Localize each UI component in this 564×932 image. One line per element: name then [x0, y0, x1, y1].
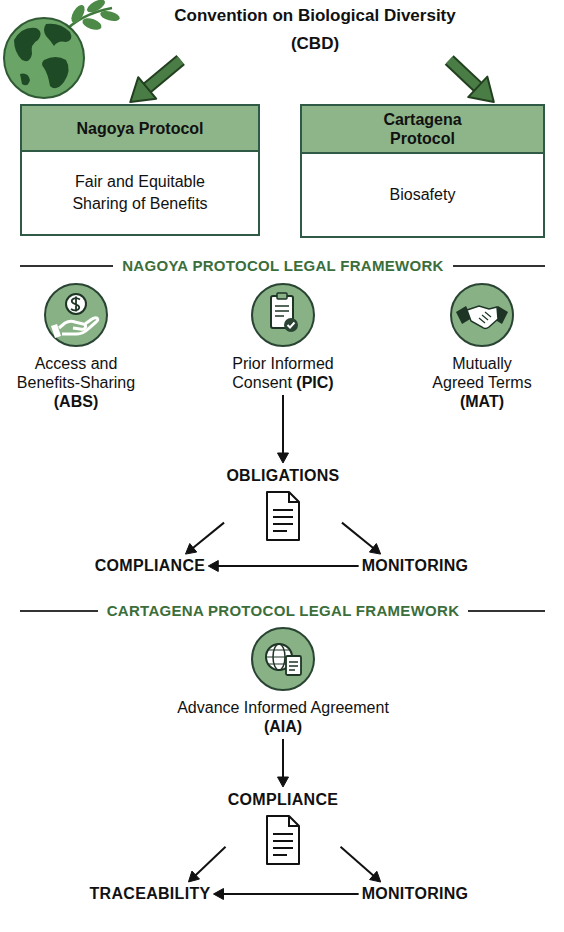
handshake [467, 306, 498, 329]
protocol-box: Cartagena ProtocolBiosafety [300, 104, 545, 238]
page [267, 492, 299, 540]
outcome-node: MONITORING [362, 884, 469, 904]
hand [62, 318, 98, 334]
continent [42, 57, 69, 88]
continent [14, 28, 41, 61]
stage-text: MONITORING [362, 556, 469, 576]
flow-arrow [185, 523, 224, 554]
arrow-head [130, 77, 156, 102]
arrow-shaft [194, 847, 225, 877]
stage-text: COMPLIANCE [95, 556, 206, 576]
outcome-node: COMPLIANCE [95, 556, 206, 576]
section-heading: NAGOYA PROTOCOL LEGAL FRAMEWORK [113, 256, 453, 276]
check-badge [284, 318, 298, 332]
icon-caption: Mutually Agreed Terms (MAT) [426, 354, 538, 411]
continent [20, 74, 30, 86]
icon-pic [250, 282, 316, 348]
document-node: OBLIGATIONS [226, 466, 339, 542]
block-arrow [130, 60, 180, 102]
stage-text: MONITORING [362, 884, 469, 904]
arrow-outline [449, 60, 481, 90]
arrow-shaft [192, 523, 224, 549]
icon-node: Mutually Agreed Terms (MAT) [426, 282, 538, 411]
arrow-shaft [341, 847, 375, 877]
icon-node: Advance Informed Agreement (AIA) [168, 626, 398, 736]
outcome-node: MONITORING [362, 556, 469, 576]
clip [277, 293, 287, 299]
stage-text: TRACEABILITY [90, 884, 211, 904]
coin [66, 294, 86, 314]
globe-icon [4, 0, 121, 98]
dollar-sign [71, 297, 80, 312]
page-lines [273, 510, 293, 531]
block-arrow [449, 60, 494, 102]
arrow-shaft [449, 60, 481, 90]
arrow-head [370, 871, 381, 882]
arrow-head [213, 889, 223, 900]
icon-caption: Advance Informed Agreement (AIA) [168, 698, 398, 736]
arrow-head [208, 561, 218, 572]
continent [44, 24, 71, 46]
icon-circle [451, 284, 513, 346]
flow-arrow [342, 523, 381, 554]
protocol-heading: Cartagena Protocol [302, 106, 543, 154]
page-lines [273, 834, 293, 855]
icon-node: Access and Benefits-Sharing (ABS) [6, 282, 146, 411]
leaf [99, 9, 121, 23]
arrow-head [277, 453, 288, 463]
stage-text: COMPLIANCE [228, 790, 339, 810]
text-lines [275, 306, 289, 316]
arrow-outline [144, 60, 181, 91]
title-node: Convention on Biological Diversity (CBD) [150, 2, 480, 58]
arrow-shaft [282, 395, 284, 455]
icon-aia [250, 626, 316, 692]
arrow-shaft [342, 523, 375, 549]
section-heading: CARTAGENA PROTOCOL LEGAL FRAMEWORK [98, 601, 469, 621]
icon-caption: Prior Informed Consent (PIC) [216, 354, 351, 392]
arrow-shaft [221, 893, 358, 895]
protocol-heading: Nagoya Protocol [22, 106, 258, 152]
flow-arrow [277, 395, 288, 463]
arrow-shaft [282, 739, 284, 779]
title-text: Convention on Biological Diversity (CBD) [150, 2, 480, 58]
outcome-node: TRACEABILITY [90, 884, 211, 904]
arrow-head [468, 77, 494, 102]
arrow-shaft [144, 60, 181, 91]
flow-arrow [208, 561, 358, 572]
flow-arrow [278, 739, 289, 787]
page-fold [289, 816, 299, 826]
page-fold [289, 492, 299, 502]
icon-caption: Access and Benefits-Sharing (ABS) [6, 354, 146, 411]
arrow-head [188, 871, 199, 882]
hand [59, 321, 86, 329]
icon-circle [45, 284, 107, 346]
clipboard [286, 656, 301, 675]
document-icon [263, 490, 303, 542]
document-node: COMPLIANCE [228, 790, 339, 866]
arrow-head [278, 777, 289, 787]
icon-circle [252, 628, 314, 690]
arrow-head [185, 544, 196, 555]
protocol-box: Nagoya ProtocolFair and Equitable Sharin… [20, 104, 260, 236]
fingers [479, 312, 491, 323]
text-lines [289, 662, 298, 670]
leaf [81, 16, 103, 32]
icon-abs [43, 282, 109, 348]
check-mark [288, 323, 295, 328]
arrow-shaft [216, 565, 358, 567]
globe [4, 18, 84, 98]
flow-arrow [341, 847, 381, 882]
icon-node: Prior Informed Consent (PIC) [216, 282, 351, 392]
protocol-body: Biosafety [302, 154, 543, 236]
page [267, 816, 299, 864]
document-icon [263, 814, 303, 866]
flow-arrow [188, 847, 225, 882]
protocol-body: Fair and Equitable Sharing of Benefits [22, 152, 258, 234]
arrow-head [369, 544, 380, 555]
icon-circle [252, 284, 314, 346]
stage-text: OBLIGATIONS [226, 466, 339, 486]
flow-arrow [213, 889, 358, 900]
icon-mat [449, 282, 515, 348]
